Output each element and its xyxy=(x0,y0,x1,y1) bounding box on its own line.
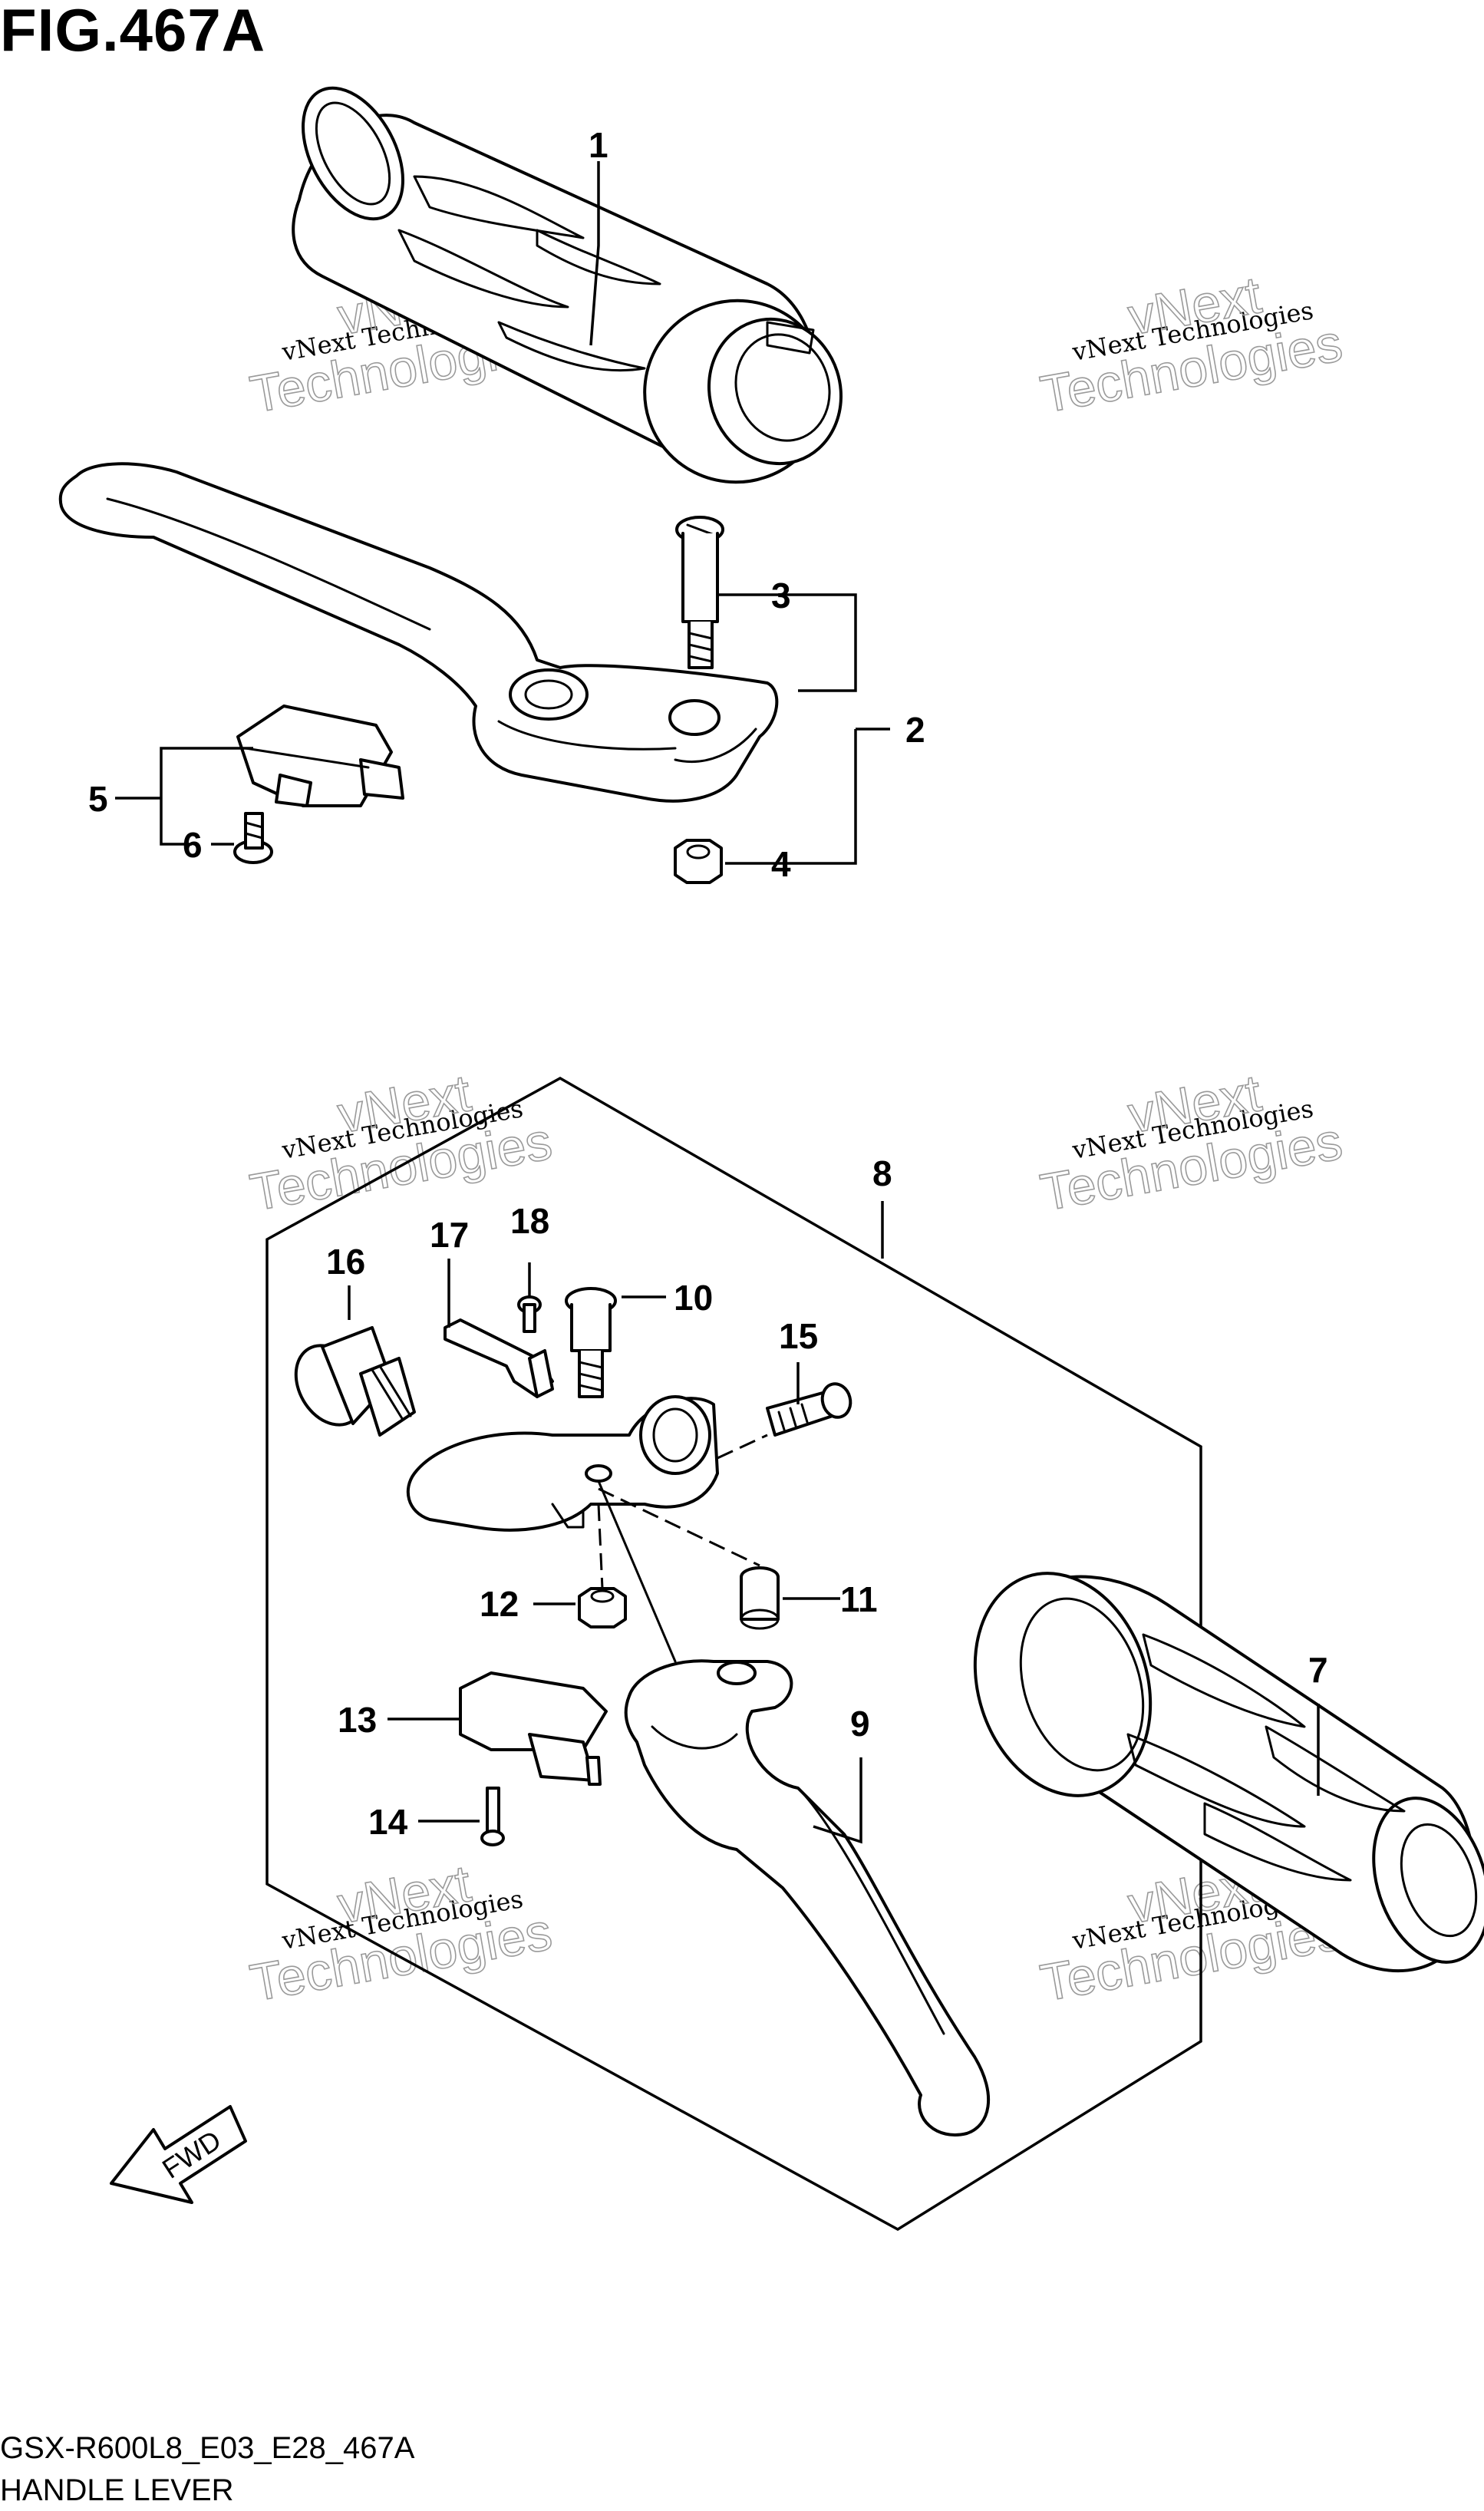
leader-9 xyxy=(813,1757,862,1844)
watermark-group-4: vNext Technologies vNext Technologies xyxy=(1036,1063,1347,1223)
assembly-line-4 xyxy=(597,1480,677,1663)
clutch-switch-part xyxy=(459,1671,608,1786)
leader-3 xyxy=(717,593,857,692)
fwd-arrow-icon: FWD xyxy=(110,2105,247,2204)
adjuster-knob-part xyxy=(294,1326,416,1437)
callout-10: 10 xyxy=(674,1278,713,1318)
callout-7: 7 xyxy=(1308,1650,1328,1690)
assembly-line-3 xyxy=(598,1487,760,1567)
brake-switch-part xyxy=(236,704,404,807)
callout-2: 2 xyxy=(905,710,925,750)
watermark-group-3: vNext Technologies vNext Technologies xyxy=(246,1063,557,1223)
nut-top-part xyxy=(674,839,723,884)
callout-8: 8 xyxy=(872,1153,892,1193)
callout-5: 5 xyxy=(88,779,108,819)
figure-name: HANDLE LEVER xyxy=(0,2473,234,2507)
callout-18: 18 xyxy=(510,1201,549,1241)
callout-6: 6 xyxy=(183,825,203,865)
callout-13: 13 xyxy=(338,1700,377,1740)
callout-1: 1 xyxy=(589,125,608,165)
brake-lever-part xyxy=(58,462,779,803)
assembly-outline-part-8 xyxy=(265,1076,1202,2232)
clutch-lever-part xyxy=(624,1659,991,2136)
assembly-line-1 xyxy=(717,1434,768,1460)
screw-part-18 xyxy=(517,1295,542,1333)
leader-5 xyxy=(160,747,253,846)
callout-9: 9 xyxy=(850,1704,870,1744)
callout-15: 15 xyxy=(779,1316,818,1356)
lever-holder-part xyxy=(406,1395,719,1532)
callout-14: 14 xyxy=(368,1802,408,1842)
grip-left-part xyxy=(292,86,843,484)
screw-part-6 xyxy=(233,812,273,864)
callout-11: 11 xyxy=(840,1579,878,1619)
callout-4: 4 xyxy=(771,844,791,884)
leader-1 xyxy=(589,161,600,346)
callout-17: 17 xyxy=(430,1215,469,1255)
callout-12: 12 xyxy=(480,1584,519,1624)
bolt-part-15 xyxy=(766,1382,852,1437)
figure-code: GSX-R600L8_E03_E28_467A xyxy=(0,2431,415,2465)
callout-16: 16 xyxy=(326,1242,365,1282)
figure-title: FIG.467A xyxy=(0,0,266,64)
screw-part-14 xyxy=(480,1787,505,1846)
leader-4 xyxy=(725,729,857,865)
pivot-bolt-top-part xyxy=(675,516,724,669)
grip-right-part xyxy=(973,1572,1484,1973)
watermark-group-2: vNext Technologies vNext Technologies xyxy=(1036,265,1347,424)
plate-part xyxy=(444,1318,554,1398)
callout-3: 3 xyxy=(771,576,791,615)
pivot-bolt-bottom-part xyxy=(565,1287,617,1398)
bushing-part xyxy=(740,1566,780,1630)
assembly-line-2 xyxy=(597,1503,604,1589)
watermark-group-5: vNext Technologies vNext Technologies xyxy=(246,1853,557,2013)
nut-bottom-part xyxy=(578,1587,627,1628)
